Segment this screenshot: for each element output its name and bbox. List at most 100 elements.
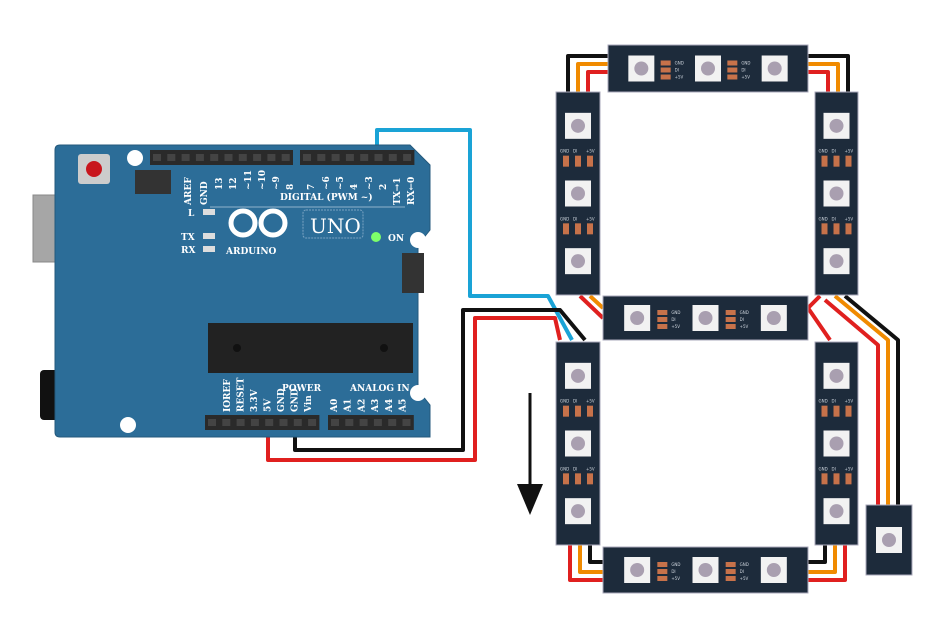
header-pin[interactable] (403, 154, 412, 161)
header-pin[interactable] (360, 154, 369, 161)
power-pin-label: GND (291, 388, 301, 412)
digital-pin-label: 2 (379, 184, 389, 190)
header-pin[interactable] (265, 419, 274, 426)
pad-label: DI (675, 68, 679, 73)
segment-wire (843, 294, 900, 505)
pad-label: DI (832, 399, 836, 404)
solder-pad (563, 405, 569, 417)
atmega-chip (208, 323, 413, 373)
solder-pad (587, 155, 593, 167)
solder-pad (821, 223, 828, 235)
header-pin[interactable] (388, 154, 397, 161)
header-pin[interactable] (293, 419, 302, 426)
pad-label: GND (560, 216, 569, 221)
digital-pin-label: ~11 (244, 170, 254, 190)
header-pin[interactable] (303, 154, 311, 161)
pad-label: DI (573, 399, 577, 404)
solder-pad (660, 74, 671, 80)
header-pin[interactable] (224, 154, 233, 161)
digital-pin-label: ~5 (336, 176, 346, 190)
header-pin[interactable] (195, 154, 204, 161)
header-pin[interactable] (402, 419, 411, 426)
pad-label: DI (832, 466, 836, 471)
solder-pad (587, 405, 593, 417)
header-pin[interactable] (388, 419, 397, 426)
led-label-tx: TX (181, 233, 195, 243)
solder-pad (821, 473, 828, 485)
header-pin[interactable] (317, 154, 326, 161)
header-pin[interactable] (210, 154, 219, 161)
solder-pad (563, 155, 569, 167)
header-pin[interactable] (236, 419, 245, 426)
solder-pad (725, 324, 736, 329)
header-pin[interactable] (331, 154, 340, 161)
header-pin[interactable] (373, 419, 382, 426)
header-pin[interactable] (308, 419, 317, 426)
solder-pad (575, 405, 581, 417)
solder-pad (833, 473, 840, 485)
pad-label: DI (740, 317, 744, 322)
header-pin[interactable] (208, 419, 216, 426)
header-pin[interactable] (331, 419, 339, 426)
header-pin[interactable] (253, 154, 262, 161)
analog-pin-label: A3 (371, 399, 381, 413)
solder-pad (587, 223, 593, 235)
pad-label: GND (560, 149, 569, 154)
pad-label: GND (819, 216, 828, 221)
pad-label: DI (832, 216, 836, 221)
header-pin[interactable] (279, 419, 288, 426)
header-pin[interactable] (181, 154, 190, 161)
pin-header (300, 150, 415, 165)
segment-wire (566, 54, 608, 92)
pin-header (328, 415, 414, 430)
pad-label: +5V (586, 216, 595, 221)
headers (150, 150, 415, 430)
header-pin[interactable] (345, 419, 354, 426)
header-pin[interactable] (345, 154, 354, 161)
solder-pad (657, 310, 668, 315)
header-pin[interactable] (238, 154, 247, 161)
arrow-down-icon (517, 393, 543, 515)
segment-wire (808, 545, 827, 564)
analog-pin-label: A1 (344, 399, 354, 413)
power-pin-label: GND (277, 388, 287, 412)
digital-pin-label: GND (200, 181, 210, 205)
header-pin[interactable] (222, 419, 231, 426)
solder-pad (833, 223, 840, 235)
header-pin[interactable] (359, 419, 368, 426)
solder-pad (657, 576, 668, 581)
led-label-rx: RX (181, 246, 195, 256)
digital-pin-label: ~9 (272, 176, 282, 190)
analog-pin-label: A5 (399, 399, 409, 413)
solder-pad (575, 223, 581, 235)
analog-header-title: ANALOG IN (349, 384, 410, 394)
arduino-logo (228, 208, 288, 238)
pad-label: +5V (740, 324, 749, 329)
solder-pad (587, 473, 593, 485)
header-pin[interactable] (267, 154, 276, 161)
header-pin[interactable] (374, 154, 383, 161)
pad-label: GND (819, 149, 828, 154)
header-pin[interactable] (153, 154, 161, 161)
led-strip-segment (865, 504, 913, 576)
header-pin[interactable] (167, 154, 176, 161)
segment-wire (808, 62, 840, 92)
5v-wire (266, 316, 562, 462)
pad-label: GND (671, 310, 680, 315)
solder-pad (833, 155, 840, 167)
power-pin-label: Vin (304, 395, 314, 413)
power-pin-label: RESET (237, 377, 247, 412)
reset-button-cap[interactable] (86, 161, 102, 177)
solder-pad (725, 569, 736, 574)
led-l (203, 209, 215, 215)
mount-hole (120, 417, 136, 433)
header-pin[interactable] (281, 154, 290, 161)
pad-label: DI (671, 569, 675, 574)
solder-pad (660, 60, 671, 66)
header-pin[interactable] (250, 419, 259, 426)
solder-pad (845, 155, 852, 167)
pad-label: GND (819, 399, 828, 404)
